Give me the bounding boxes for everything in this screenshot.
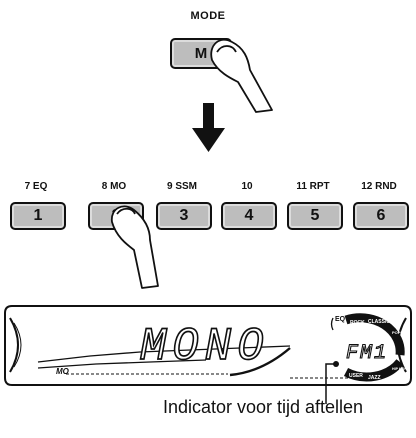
- eq-jazz: JAZZ: [368, 375, 381, 381]
- button-label-5: 11 RPT: [296, 181, 330, 192]
- pointing-finger-icon: [111, 205, 159, 289]
- pointing-finger-icon: [210, 38, 273, 113]
- down-arrow-icon: [192, 103, 225, 152]
- display-band-text: FM1: [346, 342, 388, 365]
- button-6[interactable]: 6: [353, 202, 409, 230]
- indicator-caption: Indicator voor tijd aftellen: [162, 397, 364, 417]
- eq-classic: CLASSIC: [368, 319, 390, 325]
- button-1[interactable]: 1: [10, 202, 66, 230]
- mode-label: MODE: [190, 10, 226, 22]
- button-label-3: 9 SSM: [166, 181, 197, 192]
- display-main-text: MONO: [140, 320, 270, 373]
- eq-label: EQ: [335, 316, 346, 323]
- button-4[interactable]: 4: [221, 202, 277, 230]
- eq-user: USER: [349, 373, 363, 379]
- button-5[interactable]: 5: [287, 202, 343, 230]
- eq-hiphop: HIP HOP: [392, 367, 407, 371]
- leader-line: [325, 361, 339, 404]
- button-3[interactable]: 3: [156, 202, 212, 230]
- button-label-6: 12 RND: [361, 181, 397, 192]
- button-label-4: 10: [241, 181, 253, 192]
- button-label-2: 8 MO: [101, 181, 127, 192]
- lcd-display: [4, 305, 412, 386]
- eq-pops: POPS: [392, 330, 403, 335]
- button-label-1: 7 EQ: [24, 181, 48, 192]
- mo-indicator: MO: [56, 367, 70, 376]
- eq-rock: ROCK: [350, 320, 365, 326]
